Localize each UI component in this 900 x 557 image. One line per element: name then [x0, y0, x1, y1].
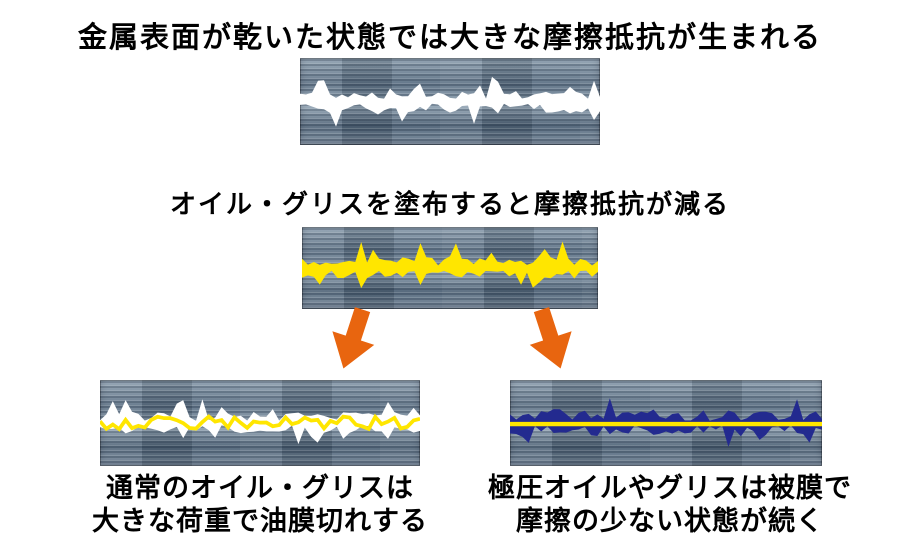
normal-oil-trace: [100, 399, 420, 445]
step1-title: 金属表面が乾いた状態では大きな摩擦抵抗が生まれる: [77, 22, 822, 54]
oil-roughness-shape: [302, 241, 598, 289]
dry-roughness-shape: [300, 76, 600, 127]
ep-oil-trace: [510, 398, 822, 447]
caption-ep-oil-line1: 極圧オイルやグリスは被膜で: [488, 473, 852, 503]
metal-panel-dry: [300, 58, 600, 145]
metal-panel-normal-oil: [100, 380, 420, 466]
dry-surface-trace: [300, 76, 600, 127]
caption-normal-oil: 通常のオイル・グリスは 大きな荷重で油膜切れする: [55, 472, 465, 538]
step2-title: オイル・グリスを塗布すると摩擦抵抗が減る: [169, 189, 730, 219]
broken-oil-film-line: [100, 413, 420, 432]
metal-panel-oiled: [302, 227, 598, 309]
down-arrow-right-icon: [520, 302, 583, 375]
caption-ep-oil-line2: 摩擦の少ない状態が続く: [516, 506, 824, 536]
metal-panel-ep-oil: [510, 380, 822, 466]
oil-surface-trace: [302, 241, 598, 289]
caption-normal-oil-line1: 通常のオイル・グリスは: [106, 473, 414, 503]
caption-normal-oil-line2: 大きな荷重で油膜切れする: [92, 506, 428, 536]
caption-ep-oil: 極圧オイルやグリスは被膜で 摩擦の少ない状態が続く: [460, 472, 880, 538]
down-arrow-left-icon: [322, 302, 385, 375]
